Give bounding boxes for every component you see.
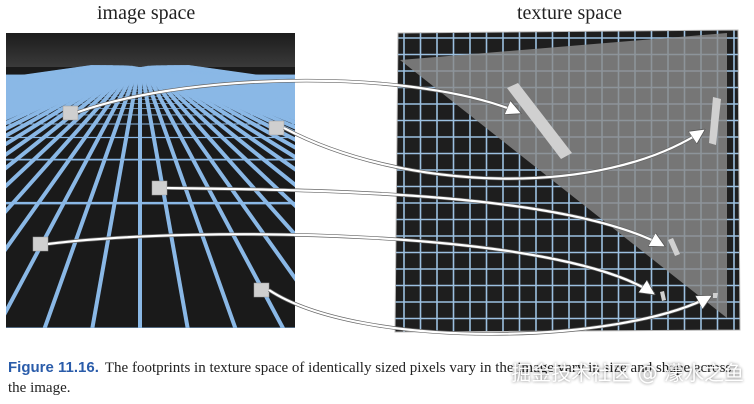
perspective-grid (6, 65, 295, 328)
texture-footprint-3 (668, 238, 680, 256)
texture-space-panel (395, 30, 740, 332)
image-space-label: image space (97, 2, 196, 24)
texture-footprint-1 (507, 83, 572, 159)
grid-line (6, 65, 126, 121)
grid-line (144, 65, 295, 238)
arrow-1 (77, 79, 520, 113)
grid-line (148, 65, 295, 172)
image-footprints (32, 105, 285, 298)
image-footprint-3 (151, 180, 168, 196)
grid-line (149, 65, 295, 160)
texture-footprint-5 (713, 293, 718, 298)
grid-line (143, 65, 295, 282)
figure-caption: Figure 11.16.The footprints in texture s… (8, 358, 748, 398)
mapping-arrows (47, 78, 711, 336)
grid-line (157, 65, 295, 121)
caption-text: The footprints in texture space of ident… (8, 360, 732, 396)
grid-line (6, 65, 127, 126)
grid-line (6, 65, 136, 214)
grid-line (152, 65, 295, 142)
texture-space-label: texture space (517, 2, 622, 24)
grid-line (140, 66, 238, 328)
grid-line (42, 66, 140, 328)
image-footprint-4 (32, 236, 49, 252)
figure-number: Figure 11.16. (8, 359, 99, 376)
grid-line (6, 66, 139, 316)
arrow-4 (47, 233, 654, 294)
grid-line (153, 65, 295, 136)
texture-footprints (507, 83, 721, 301)
grid-line (6, 65, 124, 117)
grid-line (6, 65, 131, 147)
grid-line (158, 65, 295, 117)
grid-line (6, 65, 129, 138)
arrow-3 (166, 186, 664, 246)
grid-line (90, 66, 141, 328)
texture-panel-border (394, 29, 741, 333)
image-footprint-1 (62, 105, 79, 121)
grid-line (6, 65, 137, 252)
texture-footprint-2 (709, 97, 721, 145)
watermark: 掘金技术社区 @ 濛水之鱼 (511, 361, 744, 385)
grid-line (151, 65, 295, 150)
grid-line (159, 65, 295, 114)
horizon-sky (6, 33, 295, 67)
arrow-2 (283, 127, 704, 180)
grid-line (147, 65, 295, 188)
arrow-5 (268, 289, 711, 335)
image-footprint-2 (268, 120, 285, 136)
grid-line (145, 65, 295, 209)
grid-line (6, 65, 128, 131)
texture-footprint-4 (660, 291, 666, 301)
grid-line (139, 66, 190, 328)
grid-line (154, 65, 295, 130)
grid-line (156, 65, 295, 125)
image-footprint-5 (253, 282, 270, 298)
